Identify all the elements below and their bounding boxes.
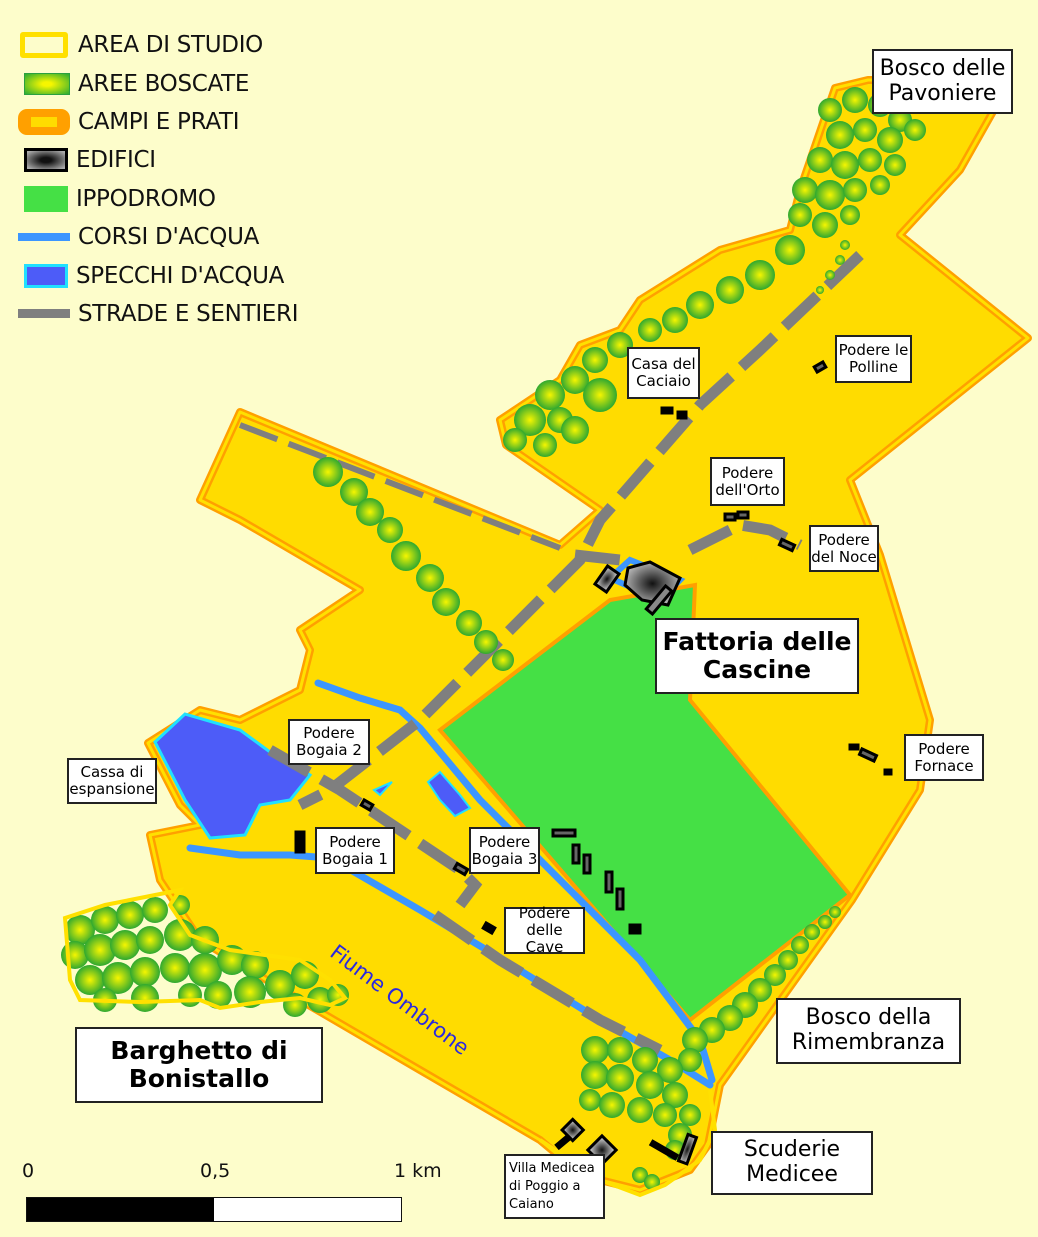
woodland-barghetto xyxy=(61,895,349,1017)
woodland-rimembranza xyxy=(678,906,841,1072)
scale-segment-white xyxy=(214,1198,401,1221)
label-barghetto-bonistallo: Barghetto di Bonistallo xyxy=(75,1027,323,1103)
legend-item-roads: STRADE E SENTIERI xyxy=(18,295,299,333)
road-line-icon xyxy=(18,309,70,319)
label-bosco-pavoniere: Bosco delle Pavoniere xyxy=(872,49,1013,114)
map-legend: AREA DI STUDIO AREE BOSCATE CAMPI E PRAT… xyxy=(18,26,299,333)
building-swatch-icon xyxy=(24,148,68,173)
label-podere-fornace: Podere Fornace xyxy=(904,734,984,781)
label-bosco-rimembranza: Bosco della Rimembranza xyxy=(776,998,961,1064)
scale-segment-black xyxy=(27,1198,214,1221)
buildings xyxy=(294,359,893,1167)
label-villa-medicea: Villa Medicea di Poggio a Caiano xyxy=(504,1154,605,1219)
woodland-barghetto-outline xyxy=(62,887,349,1011)
scale-tick-half: 0,5 xyxy=(200,1160,231,1182)
tree-row xyxy=(313,457,514,671)
label-podere-cave: Podere delle Cave xyxy=(504,905,585,955)
small-pond xyxy=(426,770,472,818)
scale-bar-graphic xyxy=(26,1197,402,1222)
scale-tick-1km: 1 km xyxy=(394,1160,442,1182)
label-podere-noce: Podere del Noce xyxy=(809,525,879,572)
study-area-swatch-icon xyxy=(20,32,68,59)
legend-item-woodland: AREE BOSCATE xyxy=(18,64,298,102)
legend-item-racecourse: IPPODROMO xyxy=(18,180,298,218)
water-body-swatch-icon xyxy=(24,263,68,288)
cassa-espansione-lake xyxy=(153,712,313,840)
legend-item-fields: CAMPI E PRATI xyxy=(18,103,298,141)
racecourse-area xyxy=(437,582,853,1023)
label-cassa-espansione: Cassa di espansione xyxy=(67,758,157,804)
label-fattoria-cascine: Fattoria delle Cascine xyxy=(655,618,859,694)
scale-tick-0: 0 xyxy=(22,1160,35,1182)
roads xyxy=(238,251,864,1055)
label-podere-bogaia-2: Podere Bogaia 2 xyxy=(288,719,370,765)
label-podere-orto: Podere dell'Orto xyxy=(710,457,785,506)
woodland-swatch-icon xyxy=(24,72,70,95)
label-casa-caciaio: Casa del Caciaio xyxy=(627,347,700,399)
label-podere-polline: Podere le Polline xyxy=(835,335,912,383)
legend-item-study-area: AREA DI STUDIO xyxy=(18,26,298,64)
watercourse-line-icon xyxy=(18,233,70,242)
fields-swatch-icon xyxy=(18,108,70,135)
small-pond-2 xyxy=(372,781,393,797)
legend-item-buildings: EDIFICI xyxy=(18,141,298,179)
woodland-villa xyxy=(579,1036,701,1190)
legend-item-water-bodies: SPECCHI D'ACQUA xyxy=(18,256,298,294)
legend-item-watercourses: CORSI D'ACQUA xyxy=(18,218,298,256)
label-scuderie-medicee: Scuderie Medicee xyxy=(711,1131,873,1195)
racecourse-swatch-icon xyxy=(24,185,68,212)
label-podere-bogaia-3: Podere Bogaia 3 xyxy=(469,827,540,874)
label-podere-bogaia-1: Podere Bogaia 1 xyxy=(315,827,395,874)
